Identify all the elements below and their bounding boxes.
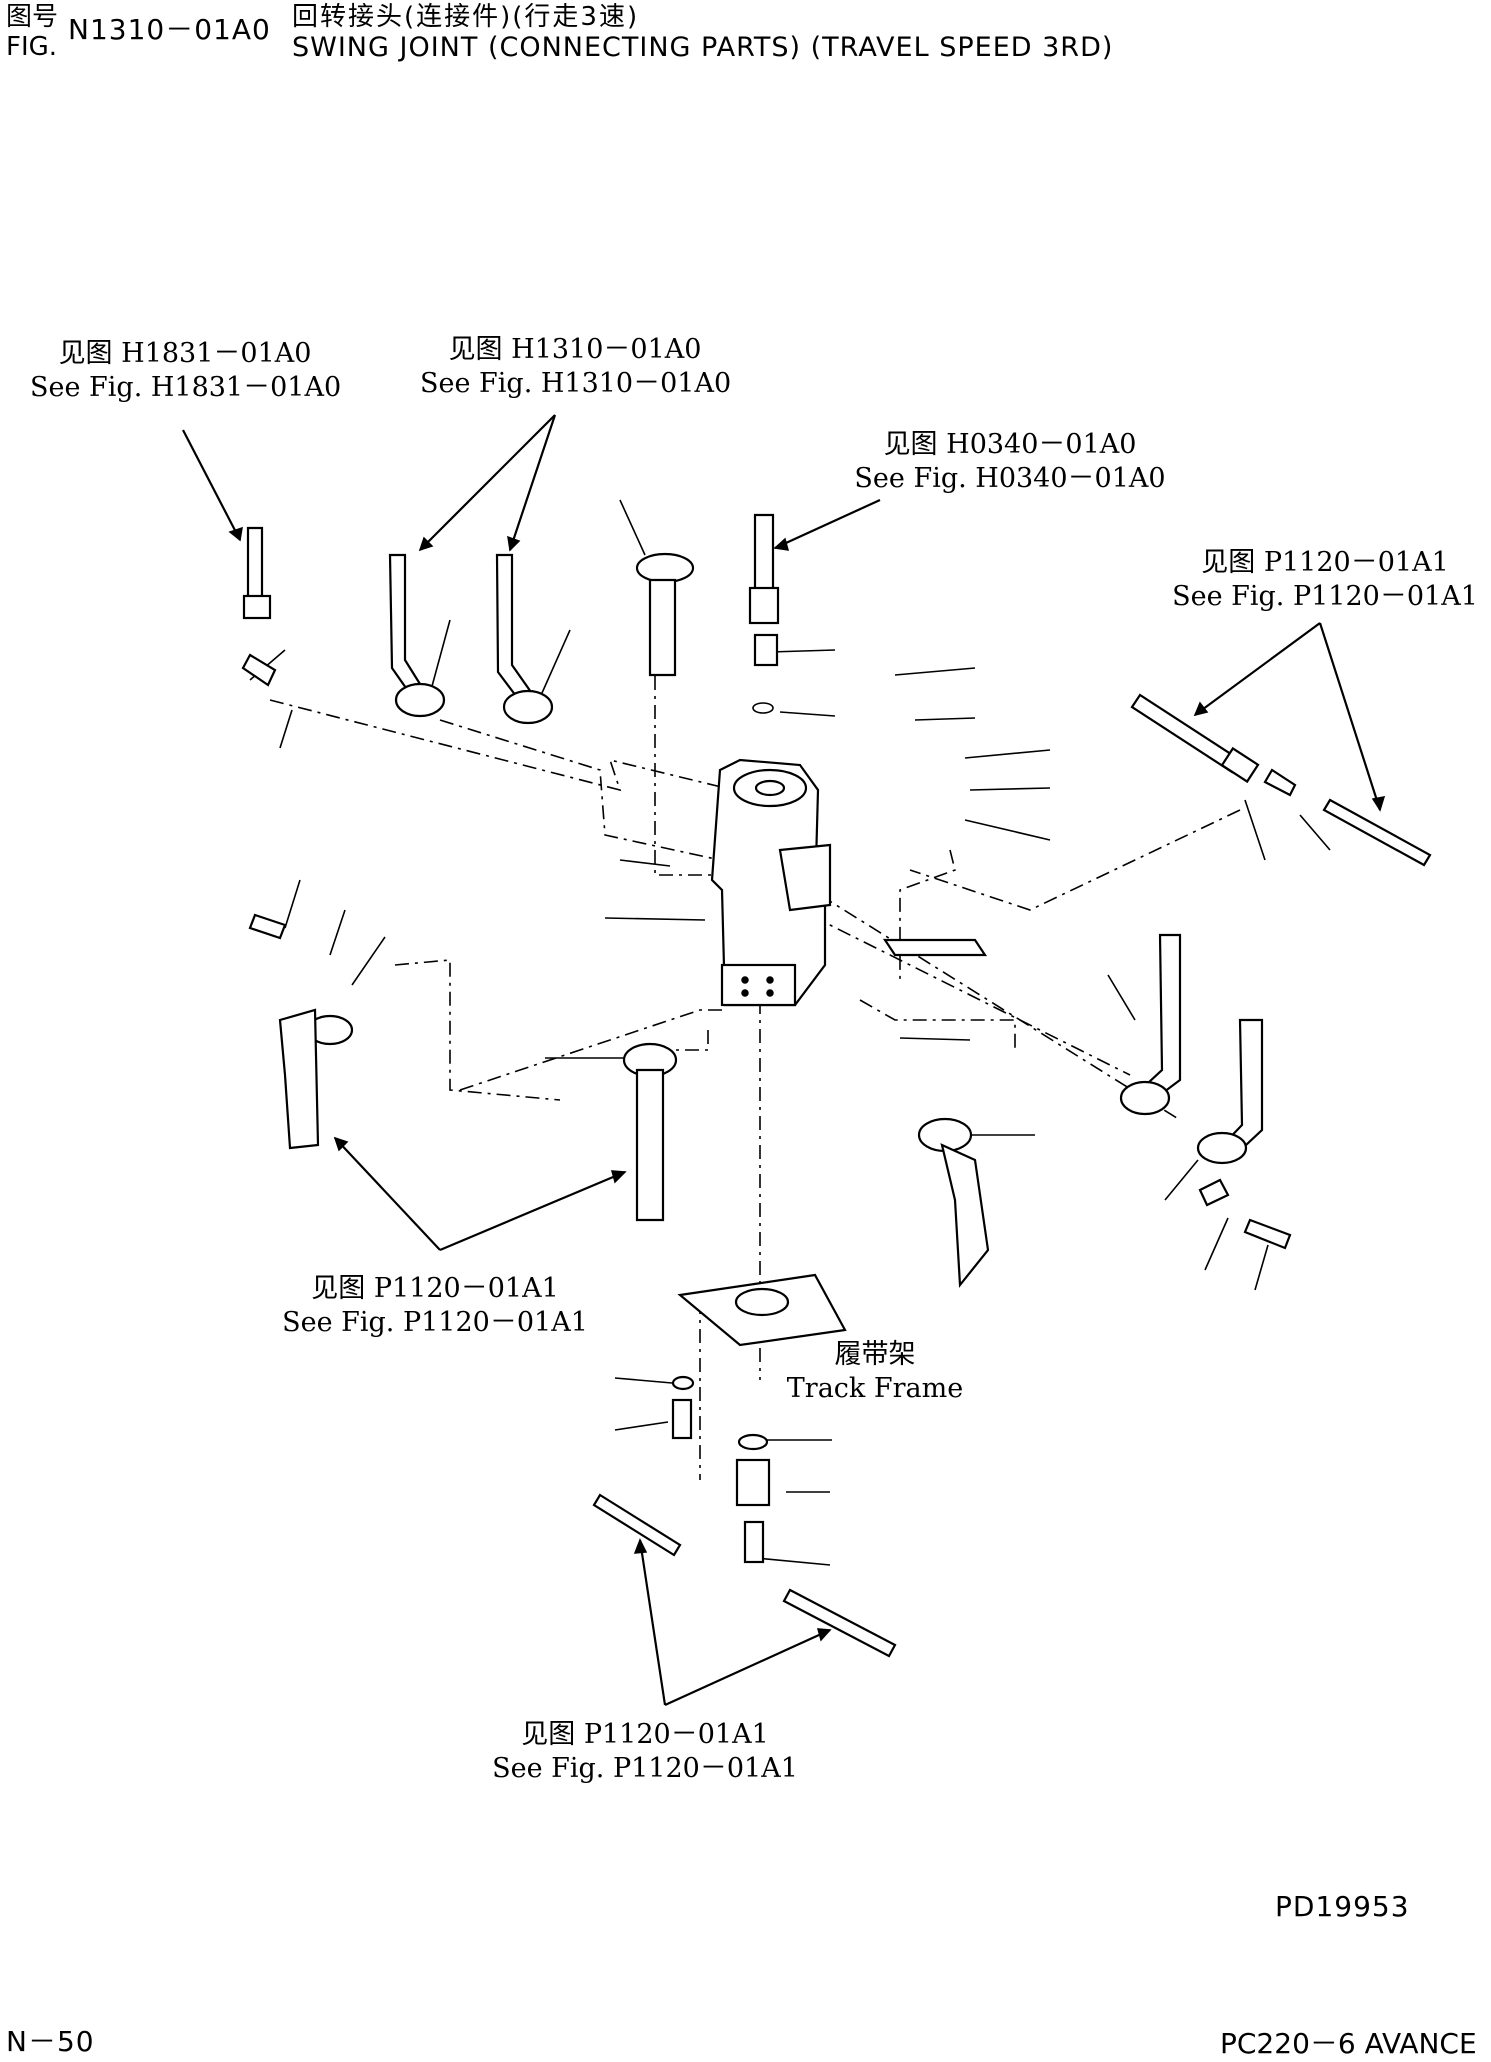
callout-h1831-zh: 见图 H1831－01A0	[58, 338, 312, 369]
callout-h0340: 见图 H0340－01A0 See Fig. H0340－01A0	[845, 428, 1175, 496]
machine-model: PC220－6 AVANCE	[1220, 2027, 1477, 2060]
callout-p1120-right: 见图 P1120－01A1 See Fig. P1120－01A1	[1165, 546, 1485, 614]
figure-number: N1310－01A0	[68, 13, 271, 46]
assembly-centerlines	[269, 560, 1241, 1480]
track-frame-zh: 履带架	[834, 1339, 916, 1370]
callout-p1120-left: 见图 P1120－01A1 See Fig. P1120－01A1	[270, 1272, 600, 1340]
leader-lines	[182, 414, 1386, 1707]
callout-p1120-bottom-en: See Fig. P1120－01A1	[492, 1753, 798, 1784]
callout-p1120-left-zh: 见图 P1120－01A1	[311, 1273, 559, 1304]
callout-p1120-bottom: 见图 P1120－01A1 See Fig. P1120－01A1	[480, 1718, 810, 1786]
track-frame-label: 履带架 Track Frame	[770, 1338, 980, 1406]
callout-p1120-left-en: See Fig. P1120－01A1	[282, 1307, 588, 1338]
callout-p1120-right-en: See Fig. P1120－01A1	[1172, 581, 1478, 612]
callout-p1120-bottom-zh: 见图 P1120－01A1	[521, 1719, 769, 1750]
figure-title-zh: 回转接头(连接件)(行走3速)	[292, 2, 640, 32]
figure-label-zh: 图号	[6, 2, 59, 32]
callout-p1120-right-zh: 见图 P1120－01A1	[1201, 547, 1449, 578]
drawing-code: PD19953	[1275, 1890, 1410, 1923]
callout-h1310-zh: 见图 H1310－01A0	[448, 334, 702, 365]
figure-title: SWING JOINT (CONNECTING PARTS) (TRAVEL S…	[292, 32, 1114, 63]
callout-h1310-en: See Fig. H1310－01A0	[420, 368, 732, 399]
callout-h1831-en: See Fig. H1831－01A0	[30, 372, 342, 403]
page-number: N－50	[6, 2025, 95, 2058]
swing-joint-body	[710, 758, 832, 1007]
callout-h0340-en: See Fig. H0340－01A0	[854, 463, 1166, 494]
callout-h0340-zh: 见图 H0340－01A0	[883, 429, 1137, 460]
callout-h1831: 见图 H1831－01A0 See Fig. H1831－01A0	[30, 337, 342, 405]
callout-h1310: 见图 H1310－01A0 See Fig. H1310－01A0	[420, 333, 732, 401]
figure-label: FIG.	[6, 32, 58, 62]
track-frame-en: Track Frame	[786, 1373, 964, 1404]
hoses-and-fittings	[241, 513, 1432, 1658]
